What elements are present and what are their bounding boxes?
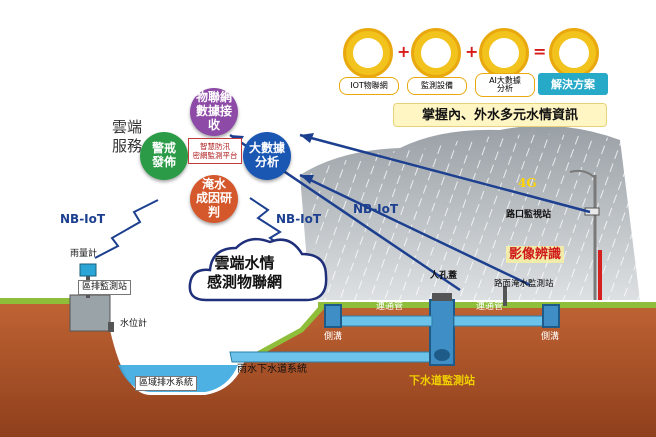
ai-caption: AI大數據 分析 xyxy=(475,73,535,97)
big-data-node: 大數據 分析 xyxy=(243,132,291,180)
manhole-label: 人孔蓋 xyxy=(430,271,458,281)
center-platform: 智慧防汛 密網監測平台 xyxy=(188,138,242,164)
cloud-service-title: 雲端 服務 xyxy=(112,118,143,155)
side-ditch-right-label: 側溝 xyxy=(541,332,560,342)
monitoring-device-icon xyxy=(411,28,461,78)
flood-cause-node: 淹水 成因研 判 xyxy=(190,175,238,223)
district-station-body xyxy=(69,294,111,332)
info-banner: 掌握內、外水多元水情資訊 xyxy=(393,103,607,127)
connecting-pipe-left-label: 連通管 xyxy=(376,302,404,312)
sensing-cloud-label: 雲端水情 感測物聯網 xyxy=(207,254,283,291)
water-level-label: 水位計 xyxy=(120,319,148,329)
rain-area xyxy=(305,134,640,300)
red-pole xyxy=(598,250,602,300)
connecting-pipe-right xyxy=(453,315,545,327)
signal-4g-label: 4G xyxy=(518,176,537,190)
solution-caption: 解決方案 xyxy=(538,73,608,95)
storm-sewer-label: 雨水下水道系統 xyxy=(237,364,307,375)
sewer-station-label: 下水道監測站 xyxy=(409,374,475,387)
plus-icon-1: + xyxy=(397,42,411,61)
nbiot-zigzag-left xyxy=(94,199,159,259)
iot-chip-icon xyxy=(343,28,393,78)
ai-brain-icon xyxy=(479,28,529,78)
side-ditch-left-label: 側溝 xyxy=(324,332,343,342)
intersection-camera-label: 路口監視站 xyxy=(506,210,552,220)
nbiot-label-left: NB-IoT xyxy=(60,212,106,226)
road-flood-post xyxy=(503,286,507,306)
regional-drainage-label: 區域排水系統 xyxy=(135,376,198,391)
signal-arrow-3 xyxy=(299,133,591,214)
side-ditch-left-box xyxy=(324,304,342,328)
iot-data-node: 物聯網 數據接 收 xyxy=(190,88,238,136)
alert-node: 警戒 發佈 xyxy=(140,132,188,180)
storm-sewer-pipe xyxy=(229,351,441,363)
rain-gauge xyxy=(79,263,97,277)
rain-gauge-label: 雨量計 xyxy=(70,249,98,259)
solution-document-icon xyxy=(549,28,599,78)
road-flood-label: 路面淹水監測站 xyxy=(494,279,554,289)
district-station-label: 區排監測站 xyxy=(78,280,132,295)
sensing-cloud-shape xyxy=(188,237,328,302)
image-recognition-label: 影像辨識 xyxy=(506,246,565,263)
water-level-gauge xyxy=(108,322,114,332)
grass-slope xyxy=(245,305,324,362)
camera-arm xyxy=(569,169,596,179)
nbiot-label-right: NB-IoT xyxy=(353,202,399,216)
equals-icon: = xyxy=(533,42,547,61)
manhole-cover xyxy=(432,293,452,301)
grass-right xyxy=(318,302,656,308)
side-ditch-right-box xyxy=(542,304,560,328)
connecting-pipe-left xyxy=(339,315,433,327)
plus-icon-2: + xyxy=(465,42,479,61)
nbiot-label-mid: NB-IoT xyxy=(276,212,322,226)
ground xyxy=(0,300,656,437)
sewer-sensor xyxy=(434,349,450,361)
iot-caption: IOT物聯網 xyxy=(339,77,399,95)
monitoring-caption: 監測設備 xyxy=(407,77,467,95)
signal-arrow-2 xyxy=(299,173,531,287)
connecting-pipe-right-label: 連通管 xyxy=(476,302,504,312)
